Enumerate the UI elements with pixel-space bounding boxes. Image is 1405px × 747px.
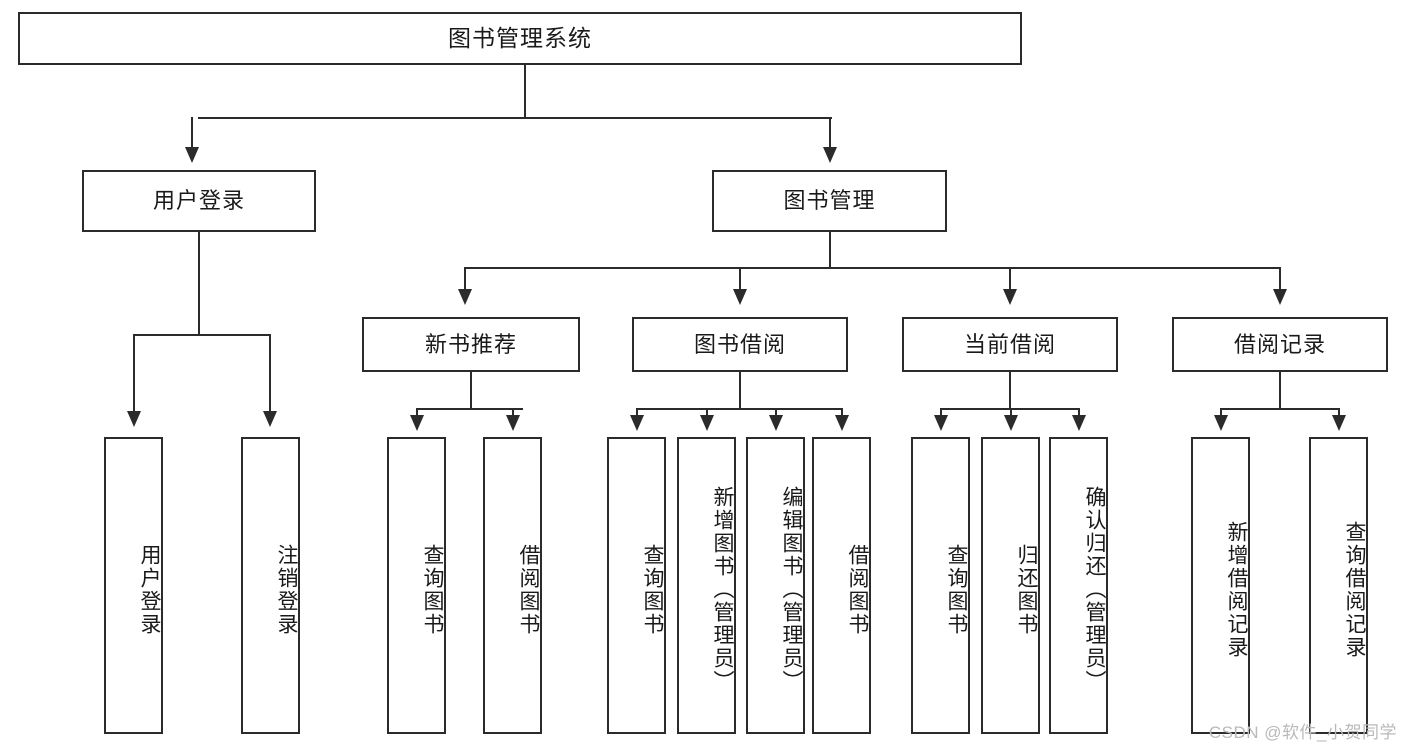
arrow-book-borrow-to-leaf-3 — [769, 415, 783, 431]
connector-book-mgmt-to-record — [1279, 267, 1281, 292]
arrow-borrow-record-to-leaf-2 — [1332, 415, 1346, 431]
leaf-book-borrow-lend[interactable]: 借阅图书 — [812, 437, 871, 734]
connector-new-book-to-leaf-1 — [416, 408, 418, 418]
node-label: 注销登录 — [275, 543, 298, 636]
connector-user-login-trunk — [198, 232, 200, 335]
arrow-book-mgmt-to-current — [1003, 289, 1017, 305]
connector-current-borrow-to-leaf-1 — [940, 408, 942, 418]
connector-book-borrow-trunk — [739, 372, 741, 409]
arrow-user-login-to-leaf-2 — [263, 411, 277, 427]
node-label: 借阅记录 — [1233, 331, 1326, 357]
arrow-book-mgmt-to-new-book — [458, 289, 472, 305]
node-current-borrow[interactable]: 当前借阅 — [902, 317, 1118, 372]
connector-borrow-record-trunk — [1279, 372, 1281, 409]
connector-user-login-to-leaf-1 — [133, 334, 135, 415]
arrow-new-book-to-leaf-1 — [410, 415, 424, 431]
arrow-borrow-record-to-leaf-1 — [1214, 415, 1228, 431]
connector-current-borrow-to-leaf-3 — [1078, 408, 1080, 418]
connector-book-borrow-to-leaf-1 — [636, 408, 638, 418]
node-label: 新增借阅记录 — [1225, 520, 1248, 659]
arrow-book-borrow-to-leaf-4 — [835, 415, 849, 431]
connector-root-trunk — [524, 65, 526, 118]
node-label: 确认归还（管理员） — [1083, 486, 1106, 693]
node-borrow-record[interactable]: 借阅记录 — [1172, 317, 1388, 372]
leaf-book-borrow-add[interactable]: 新增图书（管理员） — [677, 437, 736, 734]
connector-current-borrow-to-leaf-2 — [1010, 408, 1012, 418]
node-label: 编辑图书（管理员） — [780, 486, 803, 693]
arrow-current-borrow-to-leaf-2 — [1004, 415, 1018, 431]
connector-user-login-bar — [134, 334, 271, 336]
node-user-login[interactable]: 用户登录 — [82, 170, 316, 232]
arrow-book-borrow-to-leaf-1 — [630, 415, 644, 431]
arrow-new-book-to-leaf-2 — [506, 415, 520, 431]
arrow-root-to-user-login — [185, 147, 199, 163]
node-label: 用户登录 — [138, 543, 161, 636]
connector-book-mgmt-to-borrow — [739, 267, 741, 292]
node-new-book-recommend[interactable]: 新书推荐 — [362, 317, 580, 372]
leaf-user-login-signout[interactable]: 注销登录 — [241, 437, 300, 734]
arrow-book-mgmt-to-borrow — [733, 289, 747, 305]
arrow-book-borrow-to-leaf-2 — [700, 415, 714, 431]
connector-borrow-record-bar — [1220, 408, 1340, 410]
leaf-new-book-borrow[interactable]: 借阅图书 — [483, 437, 542, 734]
leaf-borrow-record-add[interactable]: 新增借阅记录 — [1191, 437, 1250, 734]
leaf-book-borrow-query[interactable]: 查询图书 — [607, 437, 666, 734]
connector-current-borrow-trunk — [1009, 372, 1011, 409]
node-label: 查询图书 — [421, 543, 444, 636]
connector-book-borrow-to-leaf-4 — [841, 408, 843, 418]
node-label: 用户登录 — [152, 188, 245, 214]
connector-book-mgmt-to-current — [1009, 267, 1011, 292]
leaf-new-book-query[interactable]: 查询图书 — [387, 437, 446, 734]
node-book-borrow[interactable]: 图书借阅 — [632, 317, 848, 372]
arrow-current-borrow-to-leaf-3 — [1072, 415, 1086, 431]
connector-borrow-record-to-leaf-2 — [1338, 408, 1340, 418]
node-label: 查询借阅记录 — [1343, 520, 1366, 659]
node-book-management[interactable]: 图书管理 — [712, 170, 947, 232]
node-label: 图书管理系统 — [448, 25, 592, 52]
leaf-borrow-record-query[interactable]: 查询借阅记录 — [1309, 437, 1368, 734]
node-label: 新书推荐 — [424, 331, 517, 357]
leaf-current-borrow-return[interactable]: 归还图书 — [981, 437, 1040, 734]
arrow-root-to-book-mgmt — [823, 147, 837, 163]
arrow-book-mgmt-to-record — [1273, 289, 1287, 305]
arrow-user-login-to-leaf-1 — [127, 411, 141, 427]
node-label: 新增图书（管理员） — [711, 486, 734, 693]
connector-borrow-record-to-leaf-1 — [1220, 408, 1222, 418]
connector-book-mgmt-trunk — [829, 232, 831, 268]
arrow-current-borrow-to-leaf-1 — [934, 415, 948, 431]
node-label: 借阅图书 — [517, 543, 540, 636]
leaf-user-login-signin[interactable]: 用户登录 — [104, 437, 163, 734]
node-label: 查询图书 — [945, 543, 968, 636]
leaf-book-borrow-edit[interactable]: 编辑图书（管理员） — [746, 437, 805, 734]
node-label: 图书管理 — [783, 188, 876, 214]
connector-root-to-book-mgmt — [829, 117, 831, 151]
node-label: 图书借阅 — [693, 331, 786, 357]
node-label: 借阅图书 — [846, 543, 869, 636]
node-label: 查询图书 — [641, 543, 664, 636]
leaf-current-borrow-confirm[interactable]: 确认归还（管理员） — [1049, 437, 1108, 734]
connector-new-book-bar — [417, 408, 523, 410]
connector-root-to-user-login — [191, 117, 193, 151]
node-label: 当前借阅 — [963, 331, 1056, 357]
connector-book-mgmt-bar — [464, 267, 1280, 269]
connector-book-borrow-bar — [636, 408, 843, 410]
node-label: 归还图书 — [1015, 543, 1038, 636]
connector-new-book-to-leaf-2 — [512, 408, 514, 418]
connector-new-book-trunk — [470, 372, 472, 409]
connector-book-borrow-to-leaf-2 — [706, 408, 708, 418]
leaf-current-borrow-query[interactable]: 查询图书 — [911, 437, 970, 734]
connector-root-bar — [198, 117, 832, 119]
connector-book-borrow-to-leaf-3 — [775, 408, 777, 418]
connector-book-mgmt-to-new-book — [464, 267, 466, 292]
node-root-system[interactable]: 图书管理系统 — [18, 12, 1022, 65]
connector-user-login-to-leaf-2 — [269, 334, 271, 415]
